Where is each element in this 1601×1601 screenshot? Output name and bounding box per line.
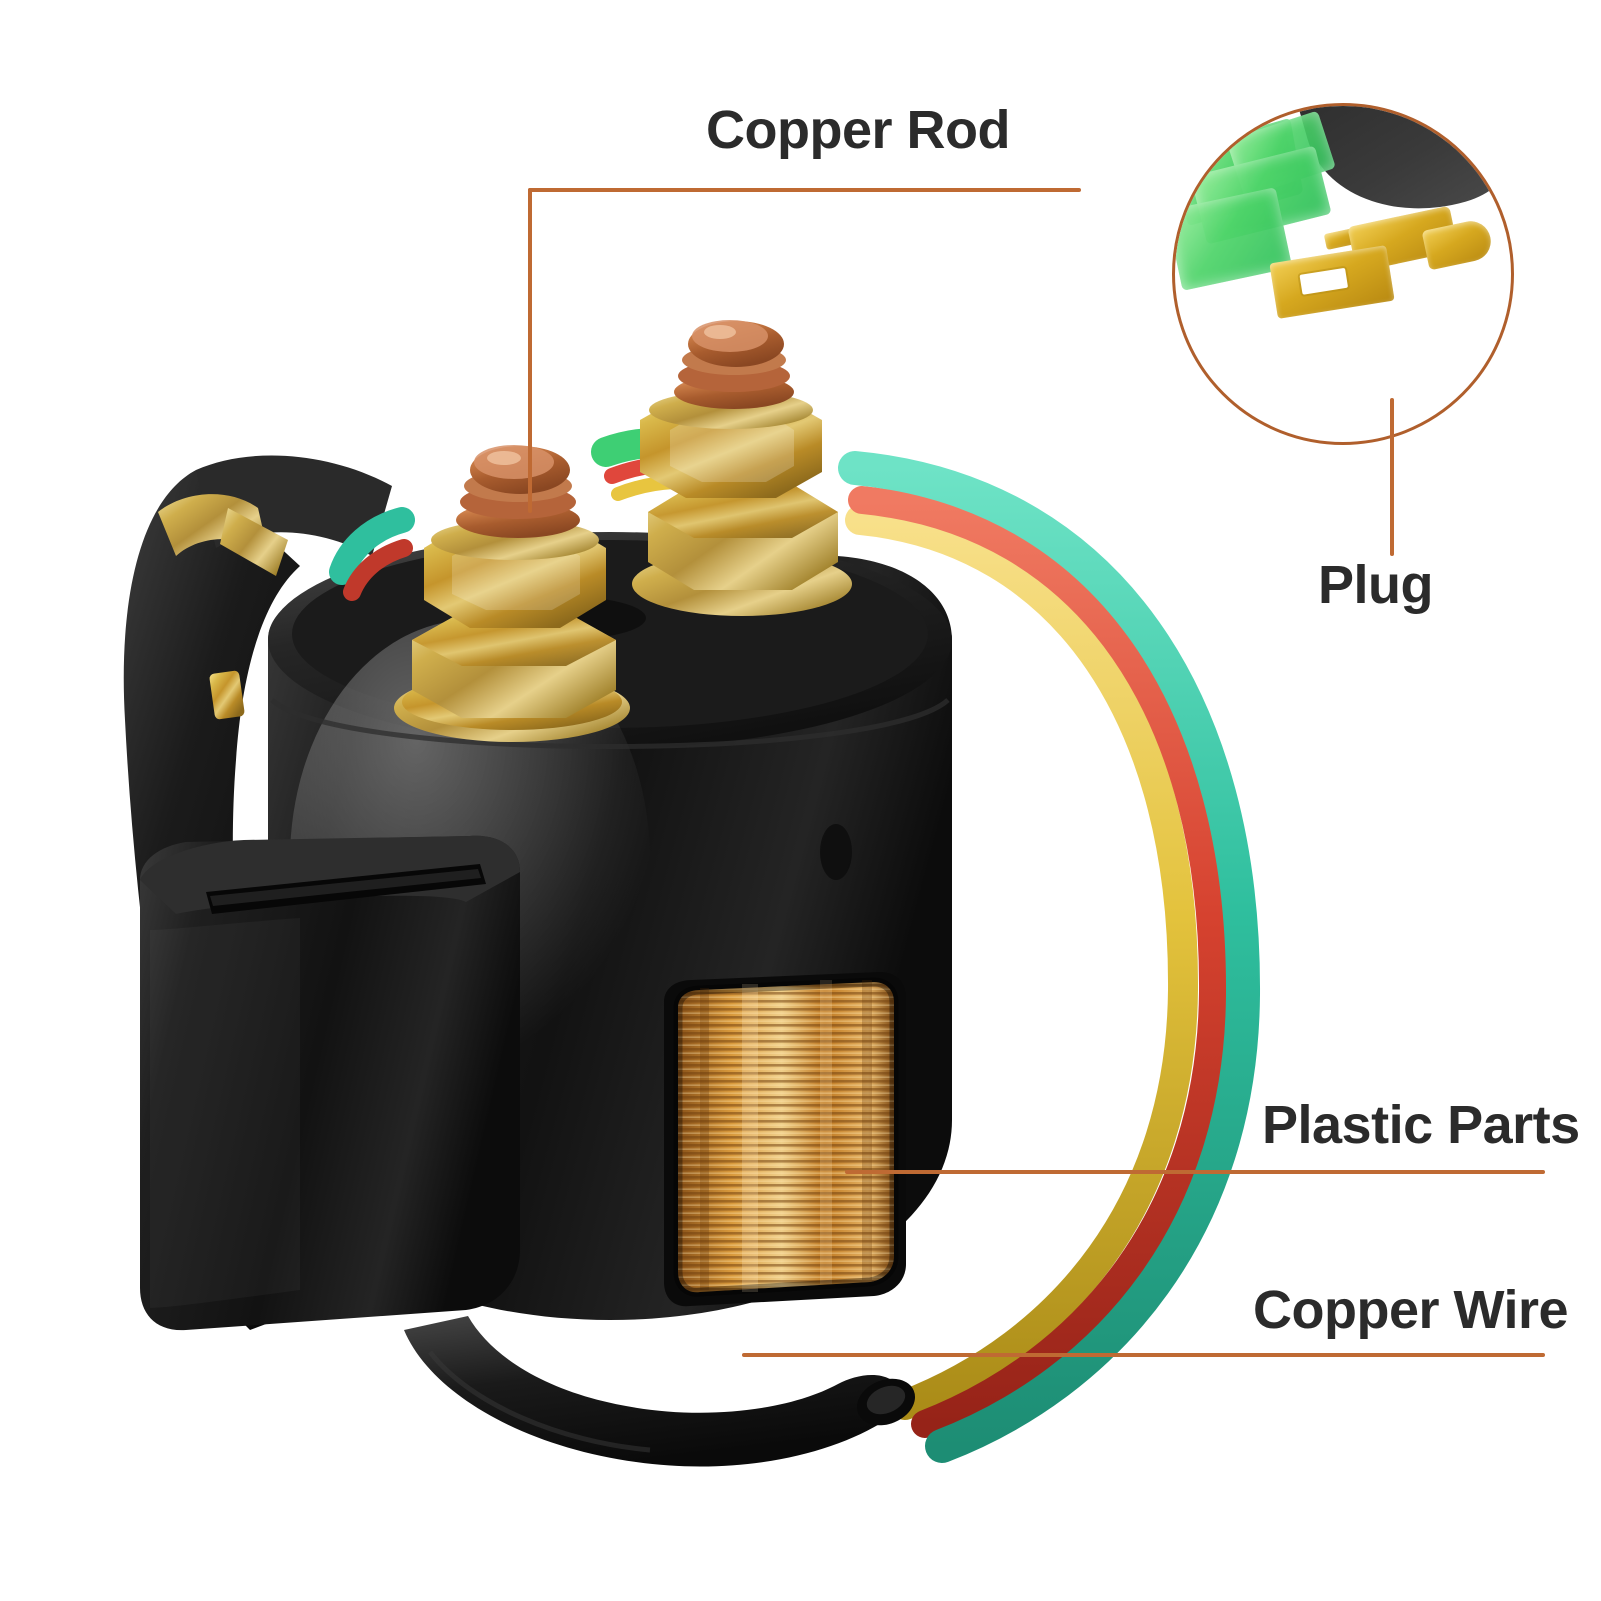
callout-label-copper-rod: Copper Rod xyxy=(706,100,1010,160)
lead-wire-bundle xyxy=(838,451,1261,1463)
plastic-parts-leader-line xyxy=(845,1170,1545,1174)
callout-label-plastic-parts: Plastic Parts xyxy=(1262,1095,1580,1155)
copper-rod-leader-vertical xyxy=(528,188,532,513)
plug-close-up-inset xyxy=(1172,103,1514,445)
terminal-left xyxy=(329,445,630,742)
wire-exit-boot xyxy=(404,1316,916,1467)
callout-label-copper-wire: Copper Wire xyxy=(1253,1280,1569,1340)
copper-rod-leader-horizontal xyxy=(528,188,1081,192)
terminal-slot xyxy=(1299,267,1349,295)
copper-wire-leader-line xyxy=(742,1353,1545,1357)
terminal-right xyxy=(591,320,852,616)
housing-front-block xyxy=(140,835,520,1331)
plug-leader-line xyxy=(1390,398,1394,556)
copper-coil-window xyxy=(664,972,906,1307)
callout-label-plug: Plug xyxy=(1318,555,1434,615)
